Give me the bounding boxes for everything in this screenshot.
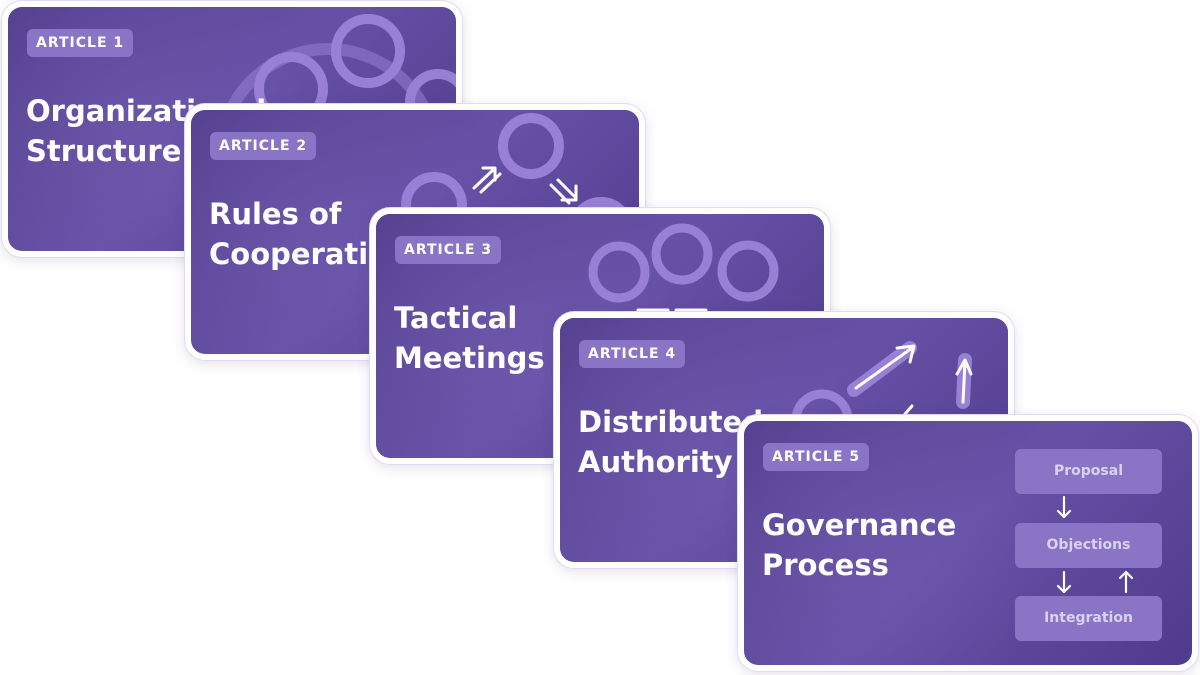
flow-arrows-icon xyxy=(1056,495,1134,594)
article-badge: ARTICLE 1 xyxy=(27,29,134,57)
article-title: Tactical Meetings xyxy=(394,301,545,375)
article-badge: ARTICLE 4 xyxy=(579,340,686,368)
arrow-up-icon xyxy=(1118,570,1134,594)
article-badge: ARTICLE 5 xyxy=(763,443,870,471)
article-badge: ARTICLE 2 xyxy=(210,132,317,160)
flow-step-proposal: Proposal xyxy=(1015,449,1162,494)
article-title: Governance Process xyxy=(762,508,957,582)
arrow-down-icon xyxy=(1056,570,1072,594)
article-title: Rules of Cooperation xyxy=(209,197,409,271)
flow-step-integration: Integration xyxy=(1015,596,1162,641)
article-title: Distributed Authority xyxy=(578,405,764,479)
article-badge: ARTICLE 3 xyxy=(395,236,502,264)
flow-step-objections: Objections xyxy=(1015,523,1162,568)
circle-group-icon xyxy=(588,223,779,312)
article-card-5[interactable]: ARTICLE 5 Governance Process Proposal Ob… xyxy=(744,421,1192,665)
arrow-down-icon xyxy=(1056,495,1072,519)
